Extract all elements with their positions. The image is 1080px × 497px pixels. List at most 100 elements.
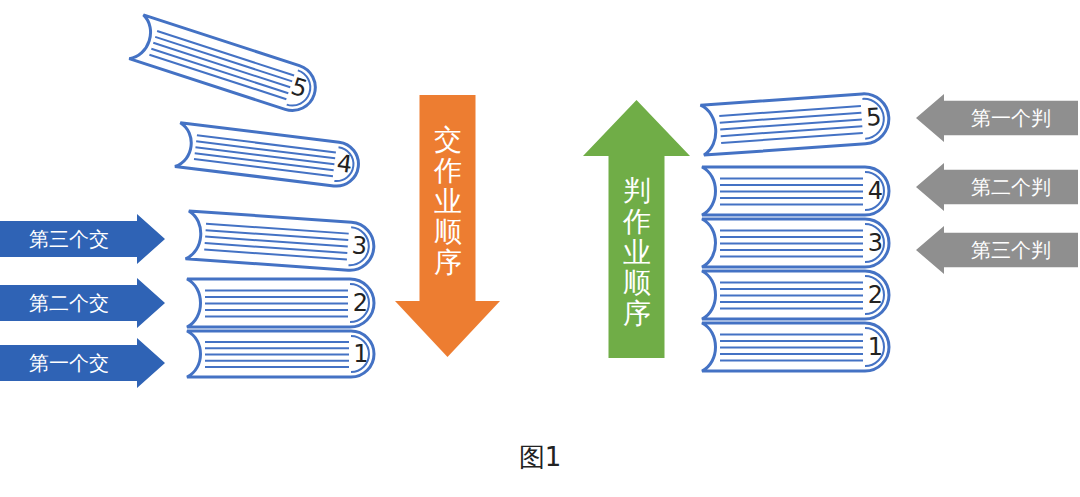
arrow-body bbox=[0, 278, 165, 328]
arrow-label: 第二个判 bbox=[971, 177, 1051, 197]
book-number: 2 bbox=[868, 283, 883, 307]
page-line bbox=[720, 178, 863, 180]
page-line bbox=[205, 353, 349, 355]
arrow-body bbox=[0, 214, 165, 264]
page-edge bbox=[351, 336, 369, 372]
book-cover bbox=[702, 167, 889, 215]
book-outline bbox=[175, 330, 375, 378]
page-line bbox=[157, 31, 294, 75]
book-number: 5 bbox=[865, 105, 882, 130]
book-cover bbox=[175, 123, 361, 189]
label-arrow: 第一个判 bbox=[916, 94, 1078, 142]
page-edge bbox=[334, 147, 355, 183]
book-cover bbox=[700, 92, 890, 155]
book-cover bbox=[186, 211, 376, 272]
book-outline bbox=[175, 278, 375, 328]
arrow-label: 第二个交 bbox=[29, 293, 109, 313]
page-line bbox=[720, 334, 863, 336]
page-line bbox=[205, 290, 348, 292]
book-outline bbox=[688, 91, 891, 157]
arrow-label: 第一个判 bbox=[971, 108, 1051, 128]
book-cover bbox=[187, 279, 374, 327]
page-edge bbox=[287, 70, 315, 110]
book-outline bbox=[690, 322, 890, 372]
page-line bbox=[720, 236, 863, 238]
page-edge bbox=[865, 224, 884, 262]
book-cover bbox=[702, 271, 889, 319]
page-line bbox=[720, 204, 863, 206]
book: 5 bbox=[688, 91, 891, 157]
page-edge bbox=[865, 328, 884, 366]
page-line bbox=[205, 347, 349, 349]
figure-caption: 图1 bbox=[519, 440, 562, 475]
page-line bbox=[720, 301, 863, 303]
page-line bbox=[149, 55, 286, 99]
page-line bbox=[720, 347, 863, 349]
arrow-label: 判作业顺序 bbox=[623, 176, 651, 330]
page-line bbox=[205, 341, 349, 343]
label-arrow: 第一个交 bbox=[0, 338, 165, 388]
book: 2 bbox=[690, 270, 890, 320]
book: 3 bbox=[173, 209, 376, 273]
page-line bbox=[720, 353, 863, 355]
page-line bbox=[720, 340, 863, 342]
page-line bbox=[720, 282, 863, 284]
page-edge bbox=[865, 172, 884, 210]
page-line bbox=[720, 308, 863, 310]
label-arrow: 第三个交 bbox=[0, 214, 165, 264]
book: 4 bbox=[690, 166, 890, 216]
book-outline bbox=[117, 10, 322, 117]
book-cover bbox=[129, 15, 321, 117]
arrow-body bbox=[0, 338, 165, 388]
page-line bbox=[720, 191, 863, 193]
page-line bbox=[205, 296, 348, 298]
book: 1 bbox=[175, 330, 375, 378]
book: 4 bbox=[163, 120, 362, 189]
arrow-body bbox=[916, 163, 1078, 211]
arrow-label: 交作业顺序 bbox=[434, 125, 462, 279]
label-arrow: 第二个判 bbox=[916, 163, 1078, 211]
page-line bbox=[194, 159, 333, 176]
page-line bbox=[720, 360, 863, 362]
book-outline bbox=[690, 166, 890, 216]
label-arrow: 第三个判 bbox=[916, 226, 1078, 274]
page-line bbox=[205, 316, 348, 318]
page-edge bbox=[862, 97, 885, 138]
book-number: 3 bbox=[868, 231, 883, 255]
book-number: 4 bbox=[868, 179, 883, 203]
book: 2 bbox=[175, 278, 375, 328]
page-edge bbox=[350, 284, 369, 322]
book-cover bbox=[702, 219, 889, 267]
book: 1 bbox=[690, 322, 890, 372]
arrow-body bbox=[395, 95, 500, 357]
arrow-body bbox=[916, 94, 1078, 142]
order-arrow: 判作业顺序 bbox=[583, 100, 690, 358]
arrow-label: 第三个判 bbox=[971, 240, 1051, 260]
arrow-body bbox=[583, 100, 690, 358]
page-line bbox=[153, 43, 290, 87]
page-line bbox=[720, 295, 863, 297]
book-number: 3 bbox=[351, 234, 368, 259]
book: 5 bbox=[117, 10, 322, 117]
book-number: 1 bbox=[353, 342, 368, 366]
page-line bbox=[205, 309, 348, 311]
book-number: 2 bbox=[353, 291, 368, 315]
arrow-body bbox=[916, 226, 1078, 274]
page-line bbox=[205, 303, 348, 305]
page-line bbox=[151, 49, 288, 93]
page-line bbox=[205, 360, 349, 362]
book: 3 bbox=[690, 218, 890, 268]
page-line bbox=[720, 197, 863, 199]
page-line bbox=[720, 184, 863, 186]
page-line bbox=[720, 249, 863, 251]
page-line bbox=[721, 133, 863, 143]
page-line bbox=[720, 288, 863, 290]
page-line bbox=[204, 250, 347, 260]
page-line bbox=[720, 243, 863, 245]
book-outline bbox=[690, 270, 890, 320]
arrow-label: 第三个交 bbox=[29, 229, 109, 249]
book-number: 1 bbox=[868, 335, 883, 359]
book-outline bbox=[173, 209, 376, 273]
order-arrow: 交作业顺序 bbox=[395, 95, 500, 357]
